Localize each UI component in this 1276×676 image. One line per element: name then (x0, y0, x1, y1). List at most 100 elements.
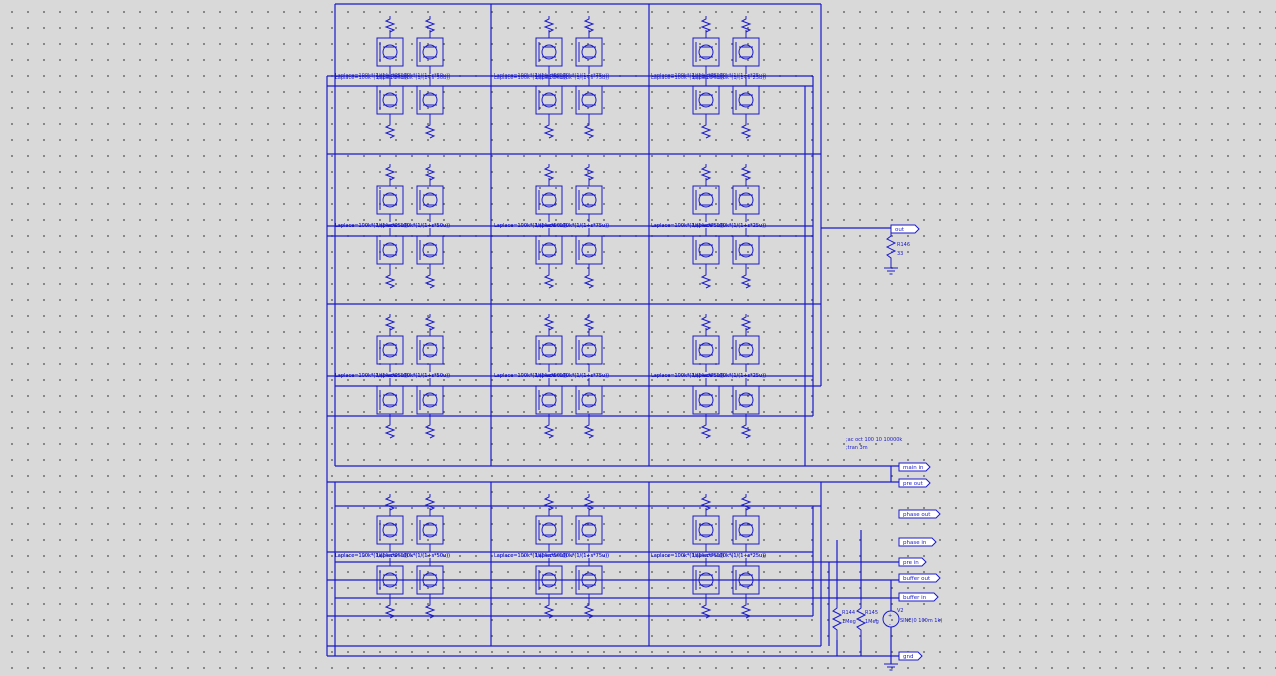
net-label-main-in[interactable]: main in (898, 462, 931, 472)
laplace-cell[interactable]: Laplace=100k*(1/(1+s*75u))Laplace=100k*(… (651, 494, 766, 559)
svg-text:pre in: pre in (903, 560, 919, 566)
laplace-cell[interactable]: Laplace=100k*(1/(1+s*50u))Laplace=100k*(… (494, 494, 609, 559)
laplace-label: Laplace=100k*(1/(1+s*75u)) (651, 73, 724, 79)
laplace-label: Laplace=100k*(1/(1+s*75u)) (651, 553, 724, 559)
laplace-label: Laplace=100k*(1/(1+s*75u)) (536, 553, 609, 559)
svg-text:buffer in: buffer in (903, 595, 927, 601)
laplace-label: Laplace=100k*(1/(1+s*75u)) (536, 75, 609, 81)
laplace-cell[interactable]: Laplace=100k*(1/(1+s*25u))Laplace=100k*(… (335, 494, 450, 559)
laplace-label: Laplace=100k*(1/(1+s*25u)) (335, 373, 408, 379)
laplace-label: Laplace=100k*(1/(1+s*50u)) (377, 75, 450, 81)
laplace-label: Laplace=100k*(1/(1+s*75u)) (651, 373, 724, 379)
laplace-label: Laplace=100k*(1/(1+s*75u)) (651, 75, 724, 81)
laplace-cell[interactable]: Laplace=100k*(1/(1+s*25u))Laplace=100k*(… (335, 553, 450, 619)
laplace-cell[interactable]: Laplace=100k*(1/(1+s*75u))Laplace=100k*(… (651, 164, 766, 229)
laplace-label: Laplace=100k*(1/(1+s*25u)) (693, 553, 766, 559)
laplace-label: Laplace=100k*(1/(1+s*50u)) (377, 373, 450, 379)
laplace-label: Laplace=100k*(1/(1+s*50u)) (377, 223, 450, 229)
laplace-cell[interactable]: Laplace=100k*(1/(1+s*75u))Laplace=100k*(… (651, 223, 766, 289)
svg-text:pre out: pre out (903, 481, 924, 487)
laplace-label: Laplace=100k*(1/(1+s*50u)) (494, 223, 567, 229)
laplace-label: Laplace=100k*(1/(1+s*25u)) (335, 75, 408, 81)
laplace-label: Laplace=100k*(1/(1+s*75u)) (536, 223, 609, 229)
laplace-cell[interactable]: Laplace=100k*(1/(1+s*75u))Laplace=100k*(… (651, 73, 766, 139)
laplace-label: Laplace=100k*(1/(1+s*50u)) (494, 373, 567, 379)
wires (326, 3, 899, 664)
r145-name: R145 (865, 610, 878, 616)
laplace-cell[interactable]: Laplace=100k*(1/(1+s*50u))Laplace=100k*(… (494, 164, 609, 229)
laplace-label: Laplace=100k*(1/(1+s*25u)) (693, 75, 766, 81)
laplace-label: Laplace=100k*(1/(1+s*50u)) (377, 553, 450, 559)
laplace-label: Laplace=100k*(1/(1+s*75u)) (651, 223, 724, 229)
laplace-cell[interactable]: Laplace=100k*(1/(1+s*25u))Laplace=100k*(… (335, 314, 450, 379)
net-label-phase-in[interactable]: phase in (898, 537, 937, 547)
laplace-label: Laplace=100k*(1/(1+s*50u)) (377, 73, 450, 79)
laplace-label: Laplace=100k*(1/(1+s*75u)) (651, 553, 724, 559)
net-label-gnd[interactable]: gnd (898, 651, 923, 661)
net-label-phase-out[interactable]: phase out (898, 509, 941, 519)
laplace-cell[interactable]: Laplace=100k*(1/(1+s*75u))Laplace=100k*(… (651, 553, 766, 619)
ac-directive[interactable]: ;ac oct 100 10 10000k (846, 437, 902, 443)
r144-value: 1Meg (842, 619, 856, 625)
svg-text:main in: main in (903, 465, 924, 471)
laplace-label: Laplace=100k*(1/(1+s*75u)) (536, 553, 609, 559)
filter-cells: Laplace=100k*(1/(1+s*25u))Laplace=100k*(… (335, 16, 766, 619)
laplace-cell[interactable]: Laplace=100k*(1/(1+s*50u))Laplace=100k*(… (494, 373, 609, 439)
svg-text:-: - (889, 622, 891, 628)
laplace-label: Laplace=100k*(1/(1+s*50u)) (377, 373, 450, 379)
laplace-cell[interactable]: Laplace=100k*(1/(1+s*75u))Laplace=100k*(… (651, 16, 766, 81)
net-label-out[interactable]: out (890, 224, 920, 234)
tran-directive[interactable]: ;tran 3m (846, 445, 868, 451)
laplace-label: Laplace=100k*(1/(1+s*25u)) (693, 73, 766, 79)
laplace-label: Laplace=100k*(1/(1+s*75u)) (651, 373, 724, 379)
laplace-cell[interactable]: Laplace=100k*(1/(1+s*25u))Laplace=100k*(… (335, 16, 450, 81)
laplace-cell[interactable]: Laplace=100k*(1/(1+s*50u))Laplace=100k*(… (494, 314, 609, 379)
laplace-label: Laplace=100k*(1/(1+s*25u)) (335, 553, 408, 559)
resistor-r144[interactable]: R144 1Meg (831, 600, 856, 640)
laplace-cell[interactable]: Laplace=100k*(1/(1+s*50u))Laplace=100k*(… (494, 553, 609, 619)
laplace-cell[interactable]: Laplace=100k*(1/(1+s*50u))Laplace=100k*(… (494, 73, 609, 139)
v2-value: SINE(0 100m 1k) (900, 618, 942, 624)
laplace-label: Laplace=100k*(1/(1+s*75u)) (536, 223, 609, 229)
net-label-pre-out[interactable]: pre out (898, 478, 931, 488)
laplace-cell[interactable]: Laplace=100k*(1/(1+s*75u))Laplace=100k*(… (651, 373, 766, 439)
net-label-pre-in[interactable]: pre in (898, 557, 927, 567)
r146-value: 33 (897, 251, 903, 257)
laplace-cell[interactable]: Laplace=100k*(1/(1+s*25u))Laplace=100k*(… (335, 223, 450, 289)
laplace-label: Laplace=100k*(1/(1+s*50u)) (494, 373, 567, 379)
v2-name: V2 (897, 608, 904, 614)
laplace-label: Laplace=100k*(1/(1+s*25u)) (335, 553, 408, 559)
laplace-label: Laplace=100k*(1/(1+s*75u)) (536, 373, 609, 379)
svg-text:phase out: phase out (903, 512, 931, 518)
resistor-r145[interactable]: R145 1Meg (855, 600, 879, 640)
laplace-label: Laplace=100k*(1/(1+s*25u)) (693, 553, 766, 559)
r146-name: R146 (897, 242, 910, 248)
voltage-source-v2[interactable]: + - V2 SINE(0 100m 1k) (882, 608, 942, 671)
laplace-label: Laplace=100k*(1/(1+s*50u)) (377, 553, 450, 559)
laplace-label: Laplace=100k*(1/(1+s*75u)) (536, 73, 609, 79)
laplace-label: Laplace=100k*(1/(1+s*50u)) (494, 553, 567, 559)
laplace-cell[interactable]: Laplace=100k*(1/(1+s*50u))Laplace=100k*(… (494, 223, 609, 289)
laplace-label: Laplace=100k*(1/(1+s*25u)) (693, 223, 766, 229)
laplace-cell[interactable]: Laplace=100k*(1/(1+s*50u))Laplace=100k*(… (494, 16, 609, 81)
laplace-label: Laplace=100k*(1/(1+s*25u)) (693, 373, 766, 379)
svg-text:gnd: gnd (903, 654, 913, 660)
laplace-label: Laplace=100k*(1/(1+s*25u)) (335, 223, 408, 229)
laplace-label: Laplace=100k*(1/(1+s*50u)) (494, 223, 567, 229)
laplace-label: Laplace=100k*(1/(1+s*25u)) (693, 223, 766, 229)
net-label-buffer-in[interactable]: buffer in (898, 592, 939, 602)
laplace-label: Laplace=100k*(1/(1+s*25u)) (335, 223, 408, 229)
net-label-buffer-out[interactable]: buffer out (898, 573, 941, 583)
resistor-r146[interactable]: R146 33 (884, 228, 910, 275)
r145-value: 1Meg (865, 619, 879, 625)
laplace-label: Laplace=100k*(1/(1+s*25u)) (693, 373, 766, 379)
laplace-cell[interactable]: Laplace=100k*(1/(1+s*25u))Laplace=100k*(… (335, 164, 450, 229)
svg-text:+: + (888, 613, 892, 619)
laplace-cell[interactable]: Laplace=100k*(1/(1+s*75u))Laplace=100k*(… (651, 314, 766, 379)
laplace-label: Laplace=100k*(1/(1+s*25u)) (335, 373, 408, 379)
svg-text:buffer out: buffer out (903, 576, 931, 582)
laplace-cell[interactable]: Laplace=100k*(1/(1+s*25u))Laplace=100k*(… (335, 373, 450, 439)
laplace-label: Laplace=100k*(1/(1+s*75u)) (651, 223, 724, 229)
laplace-cell[interactable]: Laplace=100k*(1/(1+s*25u))Laplace=100k*(… (335, 73, 450, 139)
